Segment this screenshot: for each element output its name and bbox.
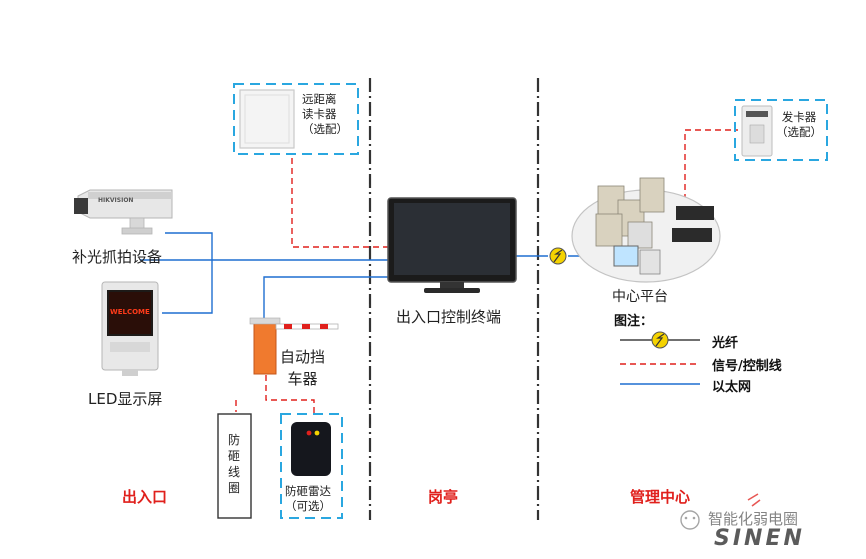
camera-icon — [74, 189, 173, 235]
led-display-icon — [101, 281, 159, 376]
legend-signal: 信号/控制线 — [712, 359, 782, 374]
reader-label: 远距离 读卡器 （选配） — [302, 92, 348, 136]
signal-card-issuer — [684, 129, 738, 200]
barrier-label: 自动挡 车器 — [280, 348, 326, 388]
zone-management: 管理中心 — [630, 488, 691, 506]
camera-brand: HIKVISION — [98, 197, 134, 204]
center-platform-label: 中心平台 — [612, 289, 668, 305]
signal-lines — [235, 129, 738, 415]
legend-ethernet: 以太网 — [712, 380, 752, 395]
control-terminal-icon — [387, 197, 517, 293]
terminal-label: 出入口控制终端 — [396, 308, 502, 326]
legend-title: 图注： — [614, 314, 654, 329]
central-platform-icon — [571, 177, 721, 283]
legend-fiber: 光纤 — [712, 336, 739, 351]
reader-frame — [233, 83, 359, 155]
barrier-gate-icon — [249, 317, 339, 375]
signal-reader-terminal — [291, 158, 388, 248]
watermark-logo-icon — [680, 493, 761, 530]
ethernet-barrier-terminal — [263, 276, 388, 322]
fiber-icon — [549, 247, 567, 265]
radar-label: 防砸雷达 （可选） — [285, 484, 331, 513]
dashed-frames — [233, 83, 828, 519]
ethernet-lines — [140, 232, 600, 322]
watermark-logo-text: SINEN — [714, 526, 805, 551]
led-label: LED显示屏 — [88, 390, 163, 408]
radar-icon — [291, 422, 331, 476]
signal-barrier-radar — [265, 375, 315, 415]
watermark-text: 智能化弱电圈 — [708, 510, 799, 528]
ethernet-led-link — [162, 232, 213, 314]
legend-swatches — [620, 331, 700, 385]
loop-box — [217, 413, 252, 519]
card-issuer-frame — [734, 99, 828, 161]
camera-label: 补光抓拍设备 — [72, 248, 163, 266]
led-screen-text: WELCOME — [110, 308, 150, 316]
zone-entrance: 出入口 — [122, 488, 168, 506]
radar-frame — [280, 413, 343, 519]
reader-device-icon — [239, 89, 295, 149]
card-issuer-icon — [741, 105, 773, 157]
loop-label: 防 砸 线 圈 — [228, 433, 241, 495]
zone-booth: 岗亭 — [428, 488, 459, 506]
card-issuer-label: 发卡器 （选配） — [776, 110, 822, 139]
